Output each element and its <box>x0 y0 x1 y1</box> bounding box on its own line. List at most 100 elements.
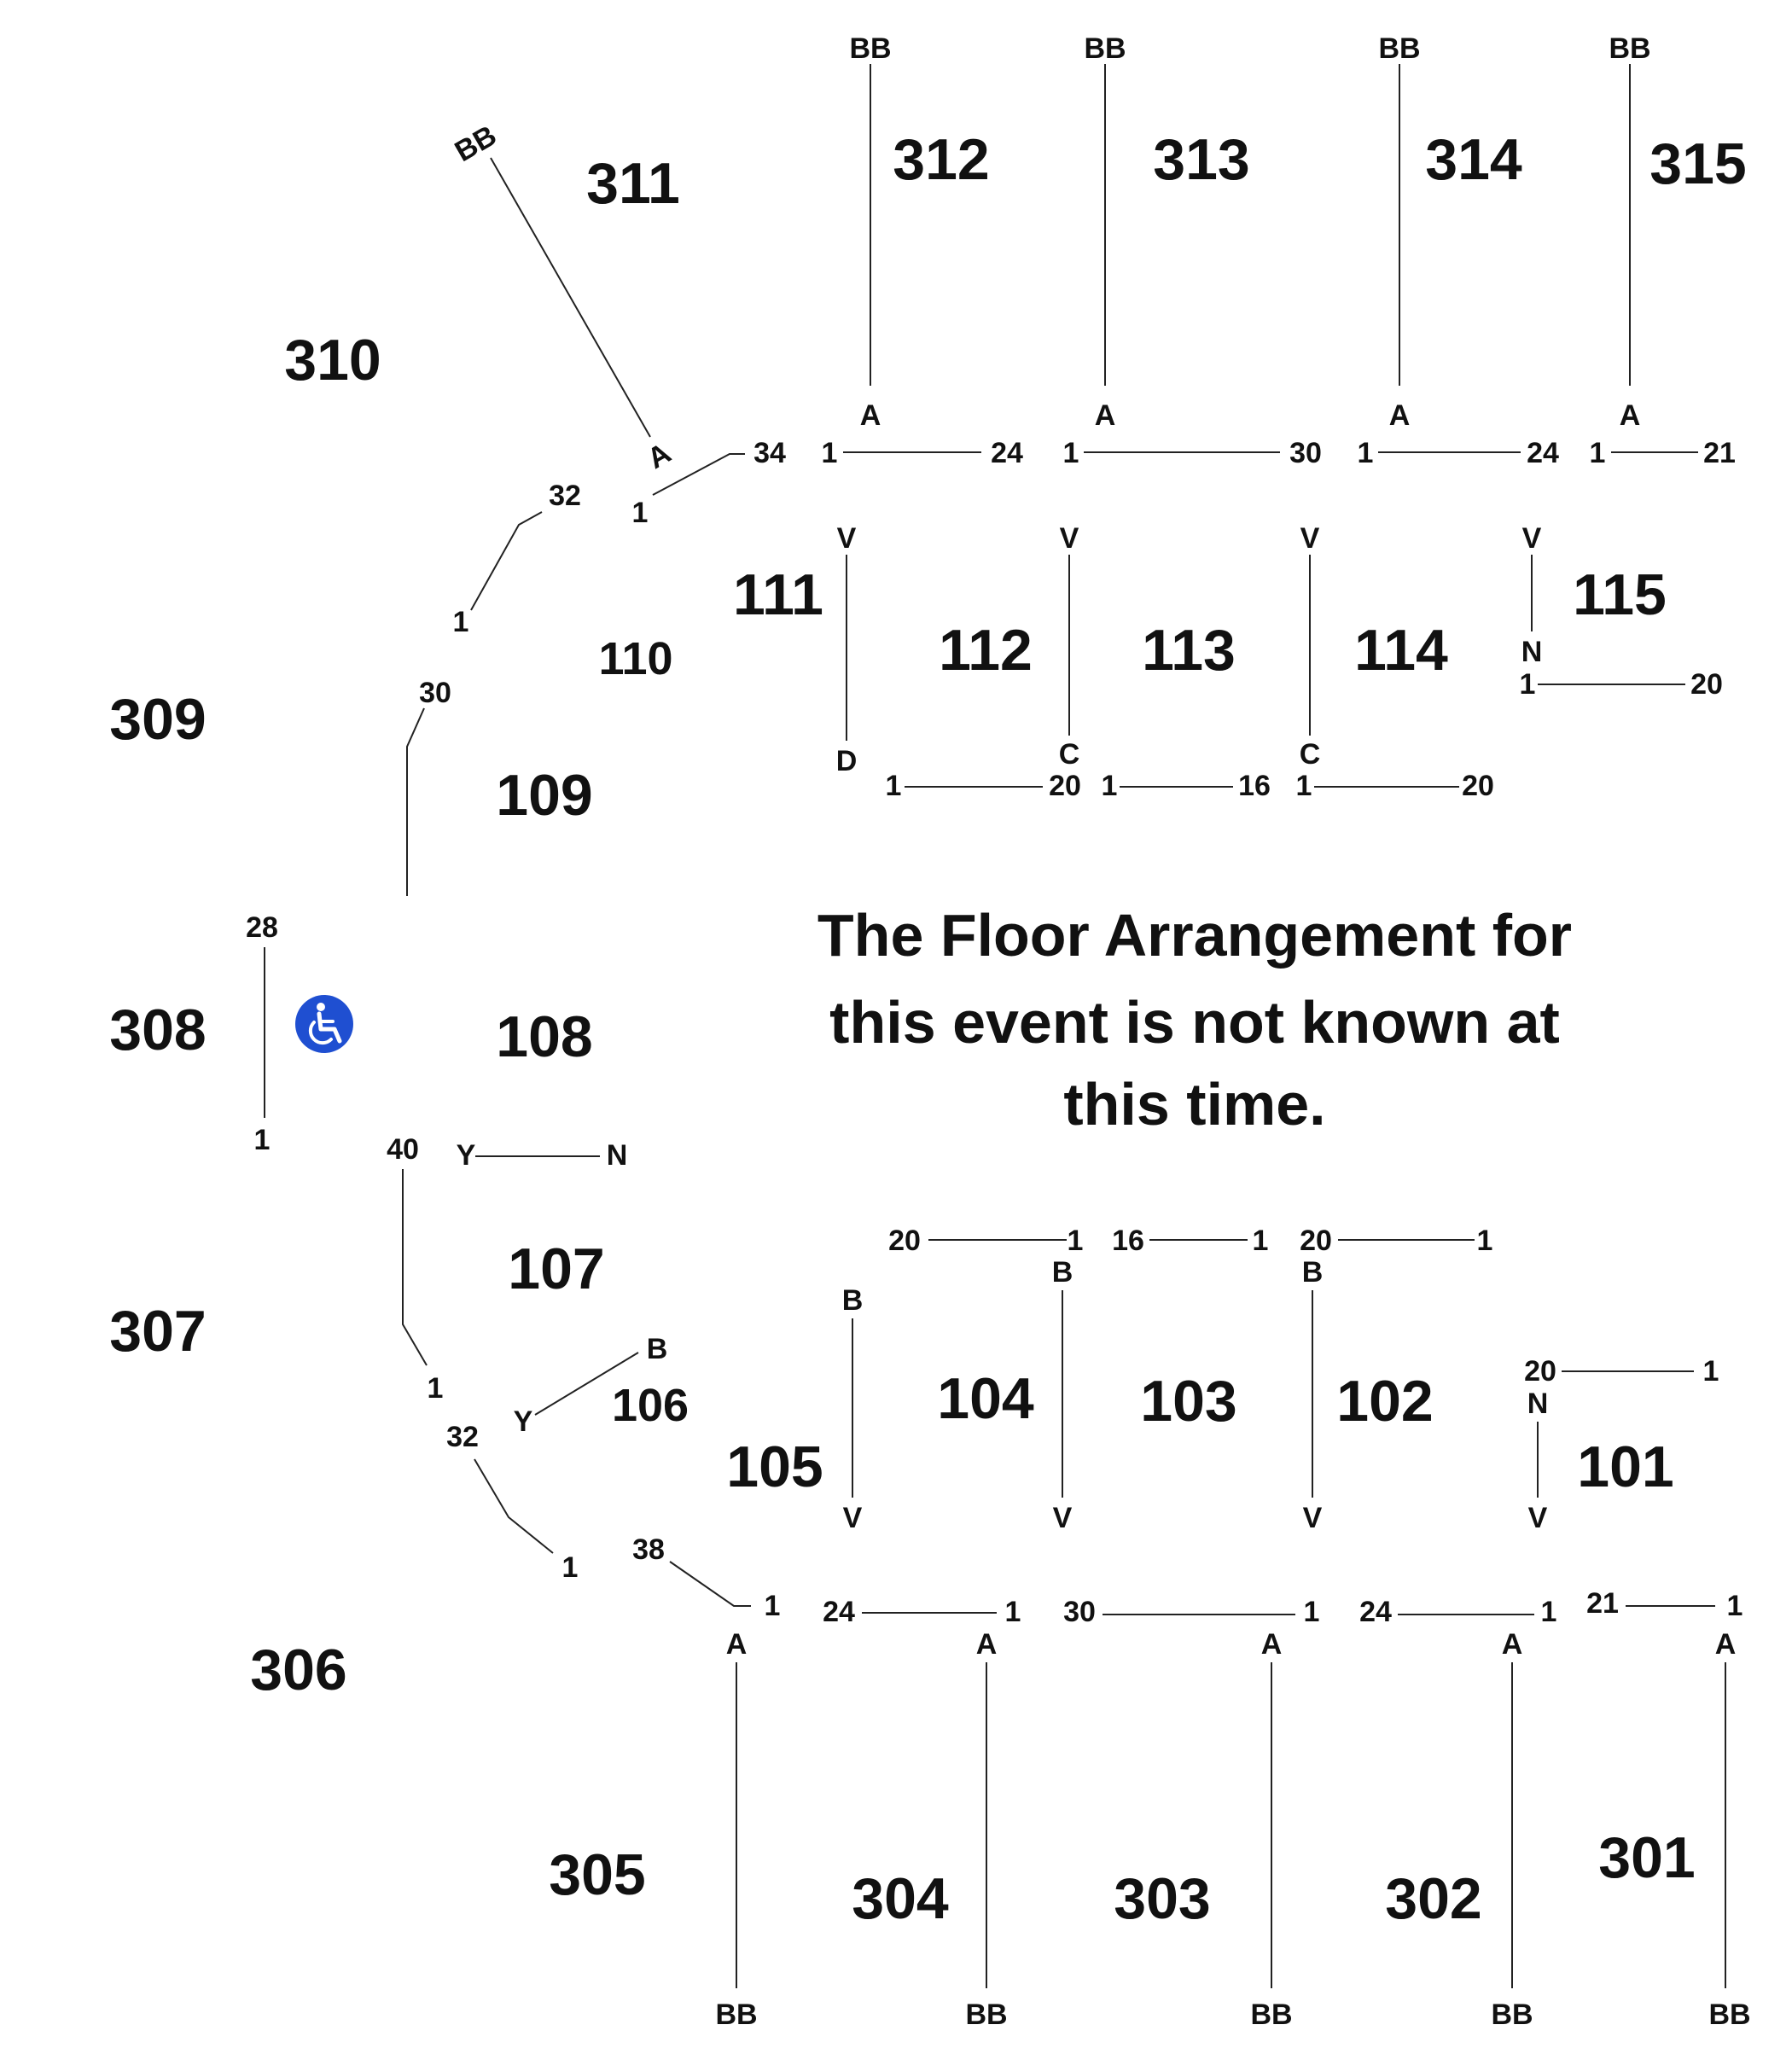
section-label: 308 <box>109 998 206 1062</box>
seat-last-label: 28 <box>246 911 278 944</box>
section-101[interactable]: 101 20 1 N V <box>1524 1355 1719 1534</box>
seat-last-label: 1 <box>1703 1355 1719 1388</box>
row-end-label: BB <box>450 119 503 168</box>
seat-first-label: 24 <box>823 1596 855 1628</box>
section-302[interactable]: 302 24 1 A BB <box>1359 1596 1556 2031</box>
seat-last-label: 1 <box>1727 1590 1743 1622</box>
seat-last-label: 24 <box>1527 437 1559 469</box>
row-end-label: BB <box>1250 1999 1292 2031</box>
row-start-label: B <box>1052 1256 1073 1289</box>
section-label: 305 <box>549 1842 645 1907</box>
seat-first-label: 30 <box>419 677 451 709</box>
row-end-label: BB <box>1378 32 1420 65</box>
section-115[interactable]: 115 V N 1 20 <box>1520 522 1723 701</box>
wheelchair-icon <box>295 995 353 1053</box>
section-110[interactable]: 110 <box>598 633 672 684</box>
section-108[interactable]: 108 <box>496 1004 592 1069</box>
seat-first-label: 1 <box>428 1372 444 1405</box>
seat-last-label: 1 <box>1068 1225 1084 1257</box>
seat-last-label: 1 <box>1005 1596 1021 1628</box>
section-label: 109 <box>496 763 592 828</box>
seat-first-label: 1 <box>632 497 649 529</box>
section-107[interactable]: 107 Y N <box>457 1139 628 1301</box>
seat-last-label: 24 <box>991 437 1023 469</box>
seat-first-label: 38 <box>632 1533 665 1566</box>
section-111[interactable]: 111 V D <box>733 522 857 777</box>
section-label: 310 <box>284 328 381 393</box>
row-end-label: V <box>1528 1502 1548 1534</box>
notice-line-2: this event is not known at <box>829 989 1560 1056</box>
row-start-label: A <box>1715 1628 1737 1661</box>
row-end-label: N <box>1521 636 1543 668</box>
seat-last-label: 21 <box>1703 437 1736 469</box>
section-308[interactable]: 308 28 1 <box>109 911 278 1156</box>
section-112[interactable]: 112 V C 1 20 <box>886 522 1081 802</box>
section-label: 307 <box>109 1299 206 1364</box>
seat-first-label: 1 <box>1520 668 1536 701</box>
section-104[interactable]: 104 20 1 B V <box>888 1225 1083 1534</box>
seat-first-label: 21 <box>1586 1587 1619 1620</box>
section-306[interactable]: 306 32 1 <box>250 1421 578 1702</box>
section-310[interactable]: 310 1 32 <box>284 328 581 638</box>
row-end-label: C <box>1300 738 1321 771</box>
seat-first-label: 30 <box>1063 1596 1096 1628</box>
section-label: 115 <box>1573 562 1667 627</box>
seat-last-label: 16 <box>1238 770 1271 802</box>
section-label: 114 <box>1354 618 1448 683</box>
section-311[interactable]: 311 BB A 1 34 <box>450 119 786 529</box>
notice-line-1: The Floor Arrangement for <box>817 902 1572 969</box>
section-label: 111 <box>733 562 823 627</box>
seat-last-label: 32 <box>549 480 581 512</box>
section-307[interactable]: 307 40 1 <box>109 1133 443 1405</box>
section-102[interactable]: 102 20 1 B V <box>1300 1225 1492 1534</box>
section-label: 314 <box>1425 127 1522 192</box>
section-309[interactable]: 309 30 <box>109 677 451 896</box>
row-end-label: V <box>843 1502 863 1534</box>
seat-first-label: 1 <box>1102 770 1118 802</box>
row-start-label: A <box>1389 399 1411 432</box>
row-end-label: BB <box>1609 32 1650 65</box>
section-114[interactable]: 114 V C 1 20 <box>1296 522 1494 802</box>
row-start-label: B <box>1302 1256 1324 1289</box>
section-label: 101 <box>1577 1434 1673 1499</box>
section-106[interactable]: 106 Y B <box>514 1333 689 1438</box>
section-label: 302 <box>1385 1866 1481 1931</box>
section-304[interactable]: 304 24 1 A BB <box>823 1596 1021 2031</box>
section-label: 106 <box>612 1380 689 1431</box>
seat-first-label: 1 <box>1358 437 1374 469</box>
row-start-label: A <box>1502 1628 1523 1661</box>
seat-first-label: 1 <box>453 606 469 638</box>
section-label: 104 <box>937 1366 1034 1431</box>
seat-first-label: 1 <box>822 437 838 469</box>
section-113[interactable]: 113 1 16 <box>1102 618 1271 802</box>
row-start-label: B <box>842 1284 864 1317</box>
section-label: 309 <box>109 687 206 752</box>
section-109[interactable]: 109 <box>496 763 592 828</box>
section-301[interactable]: 301 21 1 A BB <box>1586 1587 1750 2031</box>
section-label: 301 <box>1598 1825 1695 1890</box>
section-313[interactable]: 313 BB A 1 30 <box>1063 32 1322 469</box>
row-end-label: D <box>836 745 858 777</box>
seat-last-label: 34 <box>753 437 786 469</box>
section-315[interactable]: 315 BB A 1 21 <box>1590 32 1747 469</box>
section-103[interactable]: 103 16 1 <box>1112 1225 1268 1434</box>
row-end-label: V <box>1303 1502 1323 1534</box>
seat-first-label: 24 <box>1359 1596 1392 1628</box>
section-label: 304 <box>852 1866 949 1931</box>
section-312[interactable]: 312 BB A 1 24 <box>822 32 1023 469</box>
section-314[interactable]: 314 BB A 1 24 <box>1358 32 1559 469</box>
seat-first-label: 1 <box>1296 770 1312 802</box>
row-start-label: A <box>860 399 881 432</box>
row-start-label: V <box>837 522 857 555</box>
row-end-label: BB <box>1491 1999 1533 2031</box>
row-end-label: V <box>1053 1502 1073 1534</box>
section-303[interactable]: 303 30 1 A BB <box>1063 1596 1319 2031</box>
row-start-label: A <box>642 437 676 475</box>
section-label: 311 <box>586 151 680 216</box>
seat-first-label: 1 <box>1590 437 1606 469</box>
section-305[interactable]: 305 38 1 A BB <box>549 1533 780 2031</box>
section-105[interactable]: 105 B V <box>726 1284 863 1534</box>
seat-first-label: 1 <box>254 1124 271 1156</box>
row-start-label: Y <box>457 1139 476 1172</box>
seat-last-label: 32 <box>446 1421 479 1453</box>
